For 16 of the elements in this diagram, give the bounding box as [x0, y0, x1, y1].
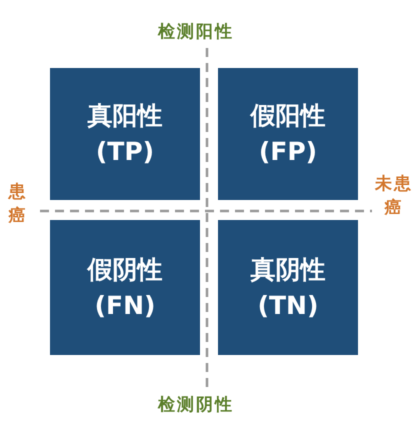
quadrant-box: [218, 68, 358, 200]
quadrant-label: (FN): [94, 290, 156, 322]
axis-label: 未患癌: [374, 173, 414, 220]
quadrant-label: 假阴性: [88, 254, 162, 286]
quadrant-label: (TN): [258, 290, 318, 322]
quadrant-label: (TP): [96, 136, 154, 168]
quadrant-box: [50, 68, 200, 200]
quadrant-box: [50, 220, 200, 355]
quadrant-label: (FP): [258, 136, 318, 168]
axis-label: 患癌: [8, 181, 28, 228]
quadrant-label: 真阳性: [88, 100, 162, 132]
axis-label: 检测阳性: [158, 21, 234, 43]
axis-label: 检测阴性: [158, 394, 234, 416]
quadrant-label: 假阳性: [250, 100, 326, 132]
quadrant-label: 真阴性: [250, 254, 326, 286]
quadrant-box: [218, 220, 358, 355]
